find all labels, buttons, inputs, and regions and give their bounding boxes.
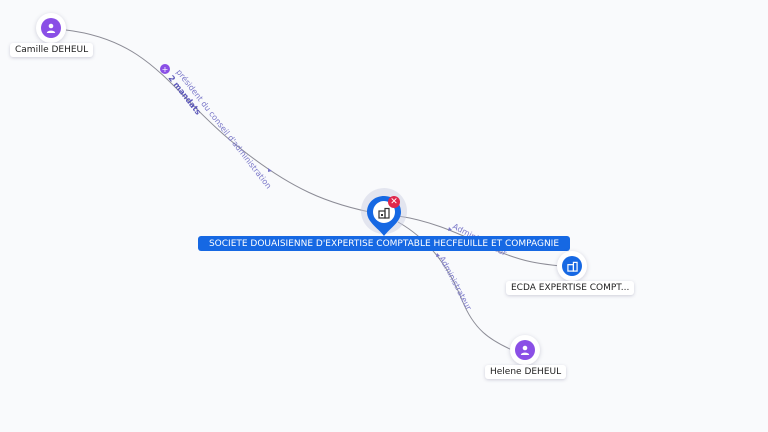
edge-label-helene: Administrateur [437, 255, 473, 313]
building-icon [378, 206, 390, 224]
arrow-ecda [448, 227, 452, 231]
node-label-helene[interactable]: Helene DEHEUL [485, 365, 567, 379]
arrow-camille [268, 168, 272, 172]
edge-camille-main [65, 29, 381, 215]
person-icon [41, 18, 61, 38]
expand-plus: + [162, 65, 169, 74]
expand-icon[interactable] [160, 64, 170, 74]
edge-label-camille: président du conseil d'administration [174, 67, 273, 190]
building-icon [562, 256, 582, 276]
node-camille[interactable] [36, 13, 66, 43]
close-icon[interactable]: ✕ [388, 196, 400, 208]
arrow-helene [436, 253, 440, 257]
node-label-camille[interactable]: Camille DEHEUL [10, 43, 94, 57]
node-label-main[interactable]: SOCIETE DOUAISIENNE D'EXPERTISE COMPTABL… [198, 236, 570, 251]
node-label-ecda[interactable]: ECDA EXPERTISE COMPT... [506, 281, 635, 295]
node-helene[interactable] [510, 335, 540, 365]
node-ecda[interactable] [557, 251, 587, 281]
person-icon [515, 340, 535, 360]
